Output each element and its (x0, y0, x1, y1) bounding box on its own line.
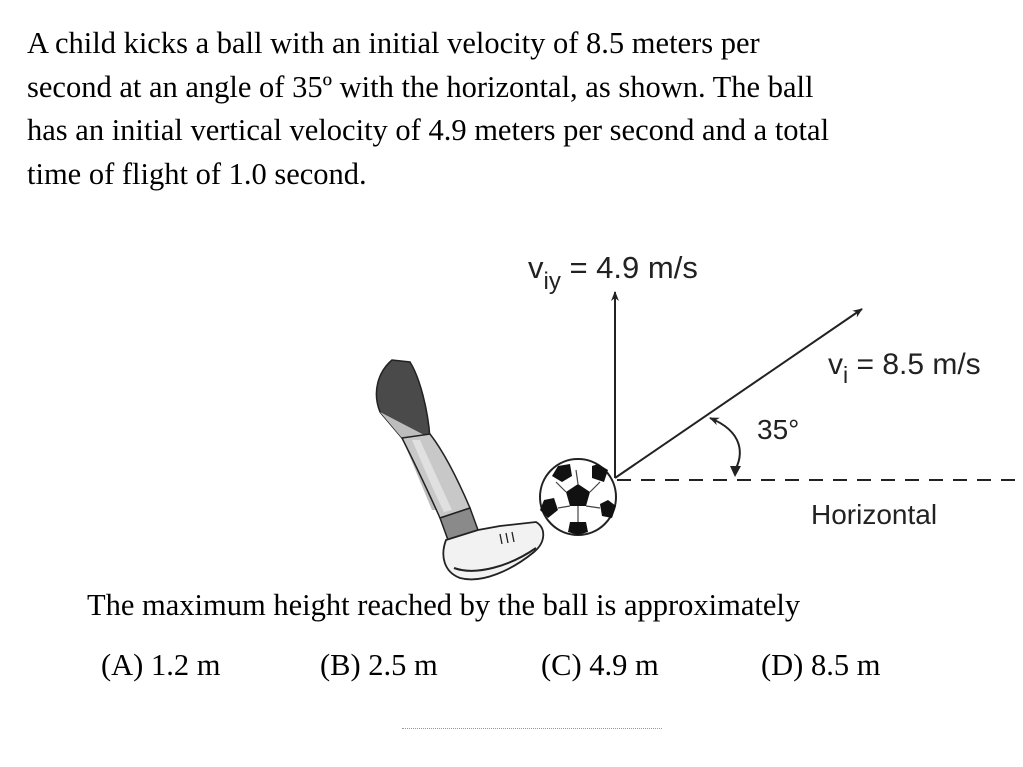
initial-velocity-arrow (614, 308, 863, 479)
problem-line-3: has an initial vertical velocity of 4.9 … (27, 113, 830, 147)
viy-label: viy = 4.9 m/s (528, 250, 698, 295)
horizontal-label: Horizontal (811, 499, 937, 530)
footer-divider (402, 728, 662, 731)
angle-label: 35° (757, 414, 799, 445)
choice-a[interactable]: (A) 1.2 m (101, 648, 221, 682)
choice-b[interactable]: (B) 2.5 m (320, 648, 438, 682)
problem-line-4: time of flight of 1.0 second. (27, 156, 367, 191)
problem-line-1: A child kicks a ball with an initial vel… (27, 26, 760, 60)
choice-c[interactable]: (C) 4.9 m (541, 648, 659, 682)
leg-illustration (375, 359, 545, 581)
soccer-ball (539, 458, 617, 536)
problem-line-2: second at an angle of 35º with the horiz… (27, 69, 814, 104)
vi-label: vi = 8.5 m/s (828, 348, 981, 388)
angle-arc (709, 417, 741, 473)
problem-statement: A child kicks a ball with an initial vel… (27, 22, 1007, 196)
question-text: The maximum height reached by the ball i… (87, 588, 801, 622)
choice-d[interactable]: (D) 8.5 m (761, 648, 881, 682)
